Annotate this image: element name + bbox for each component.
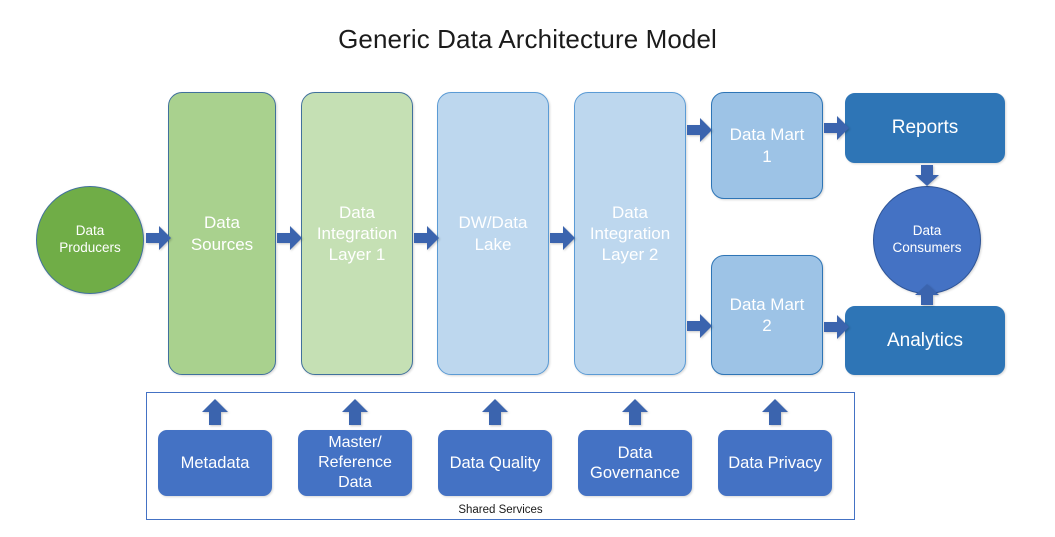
node-label: Data Consumers: [892, 223, 962, 255]
node-analytics[interactable]: Analytics: [845, 306, 1005, 375]
arrow-master-reference-to-integration-1: [341, 399, 369, 426]
node-label: Analytics: [886, 329, 964, 351]
node-data-mart-2[interactable]: Data Mart 2: [711, 255, 823, 375]
arrow-data-mart-2-to-analytics: [824, 313, 850, 341]
arrow-integration-2-to-data-mart-1: [687, 116, 713, 144]
shared-service-label: Data Governance: [590, 443, 680, 482]
node-data-producers[interactable]: Data Producers: [36, 186, 144, 294]
node-label: Data Integration Layer 1: [316, 202, 398, 265]
node-reports[interactable]: Reports: [845, 93, 1005, 163]
page-title: Generic Data Architecture Model: [338, 24, 717, 54]
arrow-integration-2-to-data-mart-2: [687, 312, 713, 340]
shared-service-label: Master/ Reference Data: [318, 434, 392, 491]
shared-service-data-quality[interactable]: Data Quality: [438, 430, 552, 496]
shared-service-label: Data Privacy: [728, 453, 822, 472]
arrow-data-privacy-to-data-mart: [761, 399, 789, 426]
node-label: Data Sources: [190, 213, 254, 254]
node-label: Data Producers: [59, 223, 121, 255]
arrow-metadata-to-sources: [201, 399, 229, 426]
shared-service-data-governance[interactable]: Data Governance: [578, 430, 692, 496]
shared-service-label: Data Quality: [449, 453, 541, 472]
shared-service-data-privacy[interactable]: Data Privacy: [718, 430, 832, 496]
arrow-data-quality-to-dw: [481, 399, 509, 426]
shared-service-master-reference-data[interactable]: Master/ Reference Data: [298, 430, 412, 496]
node-label: DW/Data Lake: [458, 213, 528, 254]
node-label: Reports: [891, 117, 959, 139]
arrow-dw-to-integration-2: [550, 224, 576, 252]
node-label: Data Mart 1: [729, 125, 805, 166]
shared-service-label: Metadata: [180, 453, 250, 472]
shared-service-metadata[interactable]: Metadata: [158, 430, 272, 496]
node-data-consumers[interactable]: Data Consumers: [873, 186, 981, 294]
shared-services-container: [146, 392, 855, 520]
node-label: Data Mart 2: [729, 294, 805, 335]
arrow-producers-to-sources: [146, 224, 172, 252]
arrow-sources-to-integration-1: [277, 224, 303, 252]
node-dw-data-lake[interactable]: DW/Data Lake: [437, 92, 549, 375]
node-data-mart-1[interactable]: Data Mart 1: [711, 92, 823, 199]
node-data-sources[interactable]: Data Sources: [168, 92, 276, 375]
node-data-integration-layer-1[interactable]: Data Integration Layer 1: [301, 92, 413, 375]
shared-services-caption: Shared Services: [458, 504, 543, 516]
arrow-reports-to-consumers: [913, 165, 941, 187]
arrow-data-mart-1-to-reports: [824, 114, 850, 142]
node-data-integration-layer-2[interactable]: Data Integration Layer 2: [574, 92, 686, 375]
arrow-integration-1-to-dw: [414, 224, 440, 252]
arrow-data-governance-to-integration-2: [621, 399, 649, 426]
node-label: Data Integration Layer 2: [589, 202, 671, 265]
arrow-analytics-to-consumers: [913, 284, 941, 306]
